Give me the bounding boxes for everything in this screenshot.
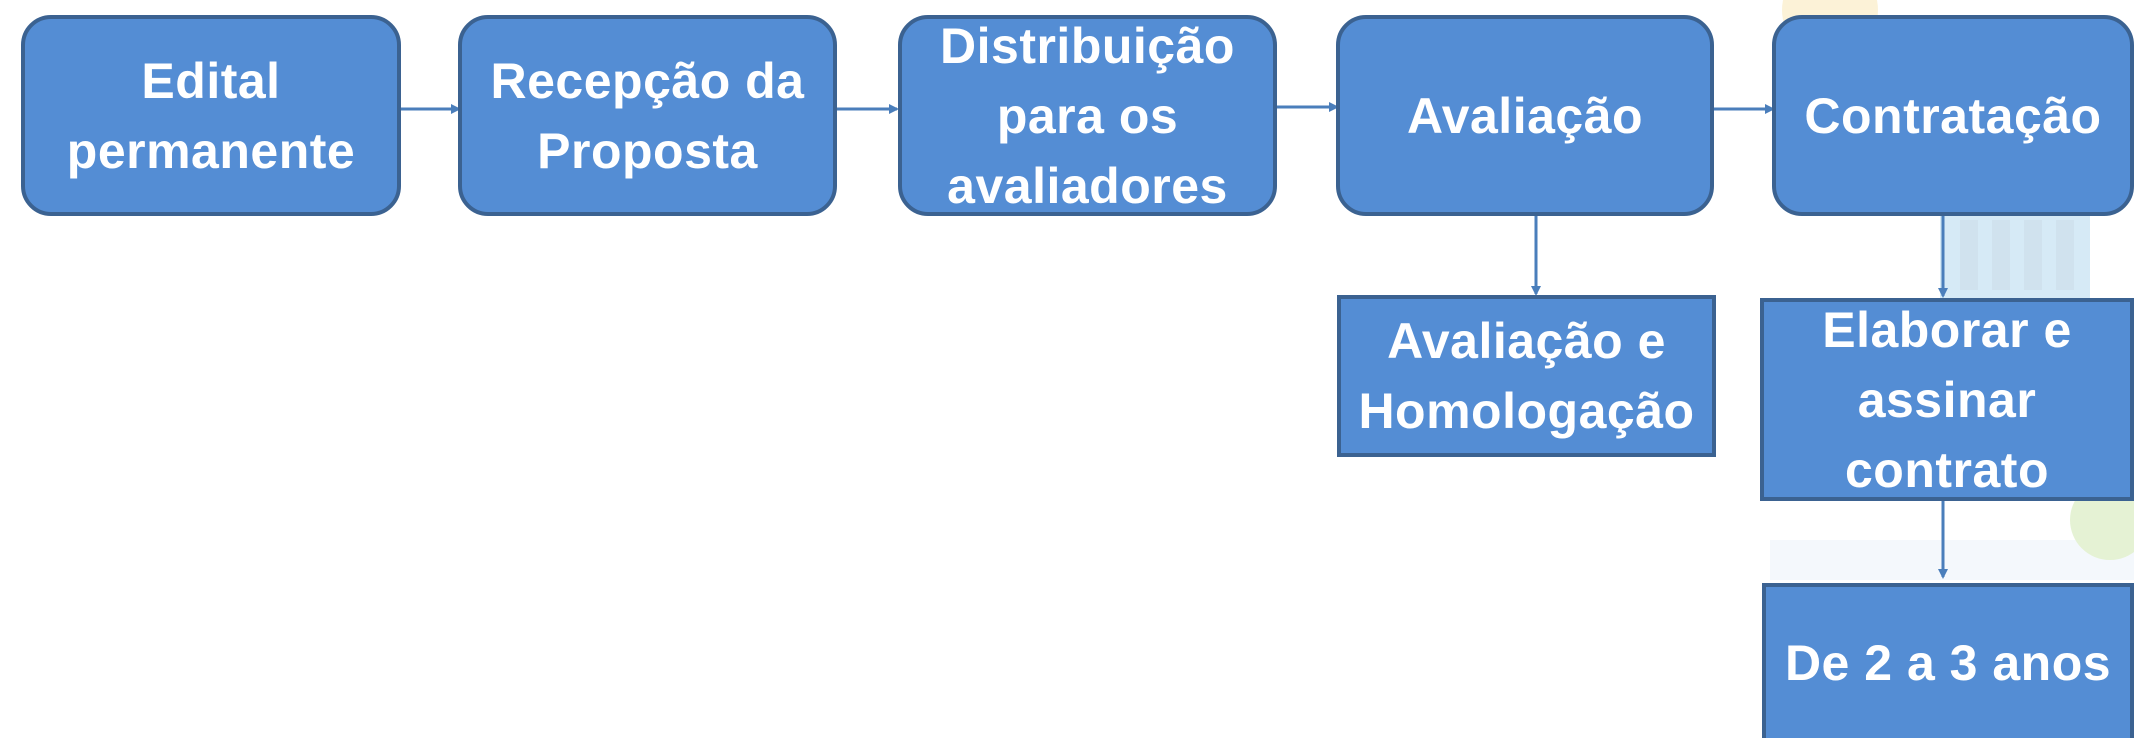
node-recepcao-da-proposta-label: Recepção da Proposta [490,52,805,179]
node-de-2-a-3-anos-label: De 2 a 3 anos [1784,635,2112,691]
node-avaliacao: Avaliação [1336,15,1714,216]
background-building-shape [1940,200,2090,310]
node-avaliacao-label: Avaliação [1406,87,1644,144]
node-contratacao-label: Contratação [1804,87,2102,144]
background-illustration [1770,0,2134,580]
node-avaliacao-e-homologacao: Avaliação e Homologação [1337,295,1716,457]
node-distribuicao-label: Distribuição para os avaliadores [940,17,1235,214]
node-contratacao: Contratação [1772,15,2134,216]
node-recepcao-da-proposta: Recepção da Proposta [458,15,837,216]
node-elaborar-e-assinar-contrato: Elaborar e assinar contrato [1760,298,2134,501]
node-de-2-a-3-anos: De 2 a 3 anos [1762,583,2134,738]
node-avaliacao-e-homologacao-label: Avaliação e Homologação [1358,313,1695,439]
node-edital-permanente-label: Edital permanente [66,52,356,179]
node-distribuicao-para-os-avaliadores: Distribuição para os avaliadores [898,15,1277,216]
background-ground-shape [1770,540,2134,580]
node-elaborar-contrato-label: Elaborar e assinar contrato [1822,301,2072,498]
node-edital-permanente: Edital permanente [21,15,401,216]
